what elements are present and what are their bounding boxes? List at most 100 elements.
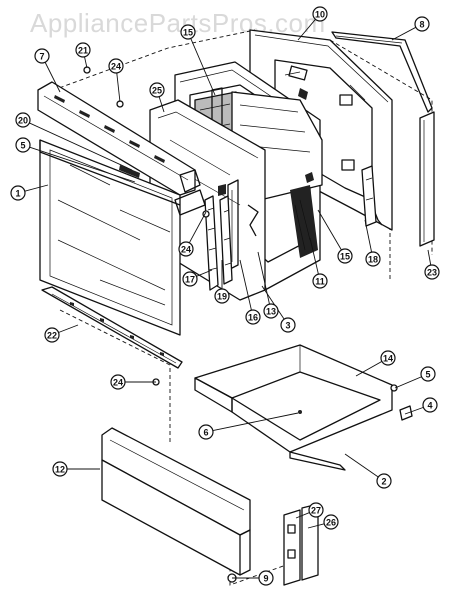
callout-leader-line (158, 96, 165, 113)
callout-7: 7 (34, 48, 61, 93)
callout-25: 25 (149, 82, 165, 113)
callout-1: 1 (10, 184, 49, 201)
callout-number: 26 (326, 518, 336, 528)
callout-circle (258, 570, 274, 586)
callout-circle (75, 42, 91, 58)
callout-number: 6 (203, 428, 208, 438)
callout-circle (414, 16, 430, 32)
callout-number: 24 (181, 245, 191, 255)
callout-9: 9 (232, 570, 274, 586)
callout-27: 27 (295, 502, 324, 519)
callout-circle (44, 327, 60, 343)
callout-number: 4 (427, 401, 432, 411)
callout-number: 17 (185, 275, 195, 285)
callout-number: 16 (248, 313, 258, 323)
callout-number: 21 (78, 46, 88, 56)
callout-circle (422, 397, 438, 413)
screws (83, 66, 398, 583)
callout-circle (380, 350, 396, 366)
callout-number: 12 (55, 465, 65, 475)
callout-24: 24 (178, 211, 207, 257)
callout-6: 6 (198, 412, 299, 440)
callout-circle (245, 309, 261, 325)
callout-circle (280, 317, 296, 333)
callout-leader-line (24, 184, 49, 192)
callout-leader-line (307, 523, 325, 529)
callout-number: 27 (311, 506, 321, 516)
callout-leader-line (309, 237, 319, 275)
callout-18: 18 (364, 219, 381, 267)
part-7-top-trim (37, 81, 201, 196)
callout-number: 19 (217, 292, 227, 302)
callout-circle (149, 82, 165, 98)
callout-leader-line (355, 361, 383, 377)
part-14-storage-drawer (194, 344, 413, 471)
callout-11: 11 (309, 237, 328, 289)
callout-14: 14 (355, 350, 396, 377)
callout-10: 10 (297, 6, 328, 41)
callout-leader-line (116, 72, 121, 103)
callout-19: 19 (214, 260, 230, 304)
callout-circle (178, 241, 194, 257)
callout-circle (337, 248, 353, 264)
callout-circle (263, 303, 279, 319)
callout-2: 2 (344, 453, 392, 489)
callout-circle (110, 374, 126, 390)
callout-leader-line (58, 324, 79, 333)
callout-number: 3 (285, 321, 290, 331)
callout-leader-line (188, 211, 207, 244)
callout-number: 18 (368, 255, 378, 265)
callout-12: 12 (52, 461, 100, 477)
callout-number: 14 (383, 354, 393, 364)
callout-20: 20 (15, 112, 133, 171)
callout-circle (312, 6, 328, 22)
callout-circle (308, 502, 324, 518)
callout-leader-line (297, 19, 316, 41)
callout-number: 25 (152, 86, 162, 96)
callout-leader-line (394, 376, 422, 389)
callout-26: 26 (307, 514, 339, 530)
callout-circle (376, 473, 392, 489)
callout-circle (365, 251, 381, 267)
callout-circle (180, 24, 196, 40)
callout-leader-line (84, 56, 88, 69)
callout-number: 24 (113, 378, 123, 388)
callout-16: 16 (239, 259, 261, 325)
callout-number: 2 (381, 477, 386, 487)
callout-leader-line (404, 406, 424, 415)
callout-number: 20 (18, 116, 28, 126)
callout-circle (214, 288, 230, 304)
callout-circle (108, 58, 124, 74)
callout-22: 22 (44, 324, 79, 343)
callout-leader-line (196, 269, 213, 277)
callout-number: 23 (427, 268, 437, 278)
callout-21: 21 (75, 42, 91, 69)
callout-24: 24 (108, 58, 124, 103)
callout-number: 5 (20, 141, 25, 151)
part-22-door-bottom-trim (41, 286, 183, 369)
callout-17: 17 (182, 269, 213, 287)
callout-number: 5 (425, 370, 430, 380)
callout-circle (15, 137, 31, 153)
callout-circle (424, 264, 440, 280)
callout-leader-line (212, 412, 299, 432)
callout-number: 24 (111, 62, 121, 72)
callout-circle (10, 185, 26, 201)
callout-circle (52, 461, 68, 477)
callout-leader-line (344, 453, 379, 478)
callout-circle (15, 112, 31, 128)
callout-number: 9 (263, 574, 268, 584)
callout-leader-line (317, 209, 342, 251)
callout-5: 5 (394, 366, 436, 389)
callout-number: 10 (315, 10, 325, 20)
callout-leader-line (261, 285, 285, 320)
part-12-drawer-front (101, 427, 251, 576)
callout-24: 24 (110, 374, 156, 390)
callout-number: 13 (266, 307, 276, 317)
part-17-19-channels (204, 195, 233, 291)
callout-circle (323, 514, 339, 530)
callout-leader-line (239, 259, 252, 311)
callout-circle (420, 366, 436, 382)
callout-leader-line (257, 251, 270, 305)
